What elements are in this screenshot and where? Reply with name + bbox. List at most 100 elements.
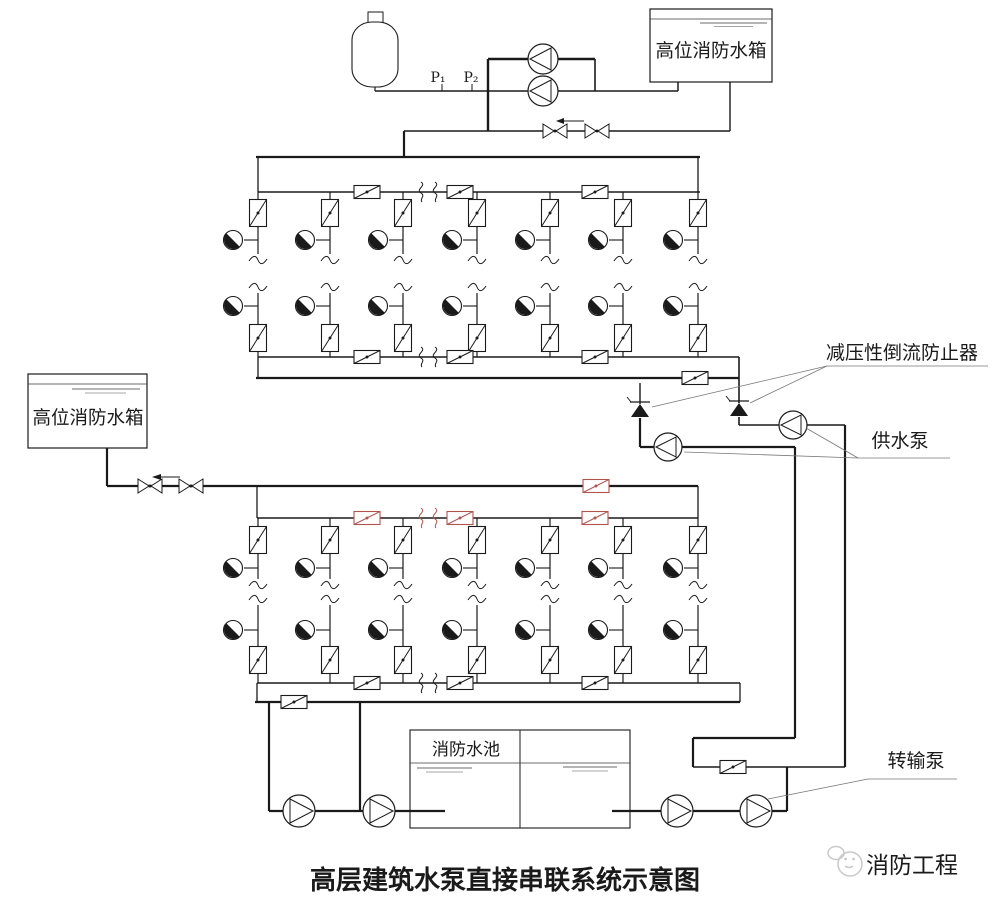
- alarm-gauge-icon: [294, 619, 316, 641]
- alarm-gauge-icon: [662, 619, 684, 641]
- riser-valve-icon: [613, 323, 633, 353]
- flow-arrowhead: [556, 118, 564, 124]
- gate-valve-icon: [542, 123, 568, 139]
- alarm-gauge-icon: [441, 295, 463, 317]
- riser-valve-icon: [467, 645, 487, 675]
- circulation-pump-icon: [527, 75, 559, 107]
- inline-valve-icon: [353, 184, 381, 200]
- alarm-gauge-icon: [514, 229, 536, 251]
- diagram-title: 高层建筑水泵直接串联系统示意图: [310, 865, 700, 896]
- flow-arrowhead: [152, 474, 161, 480]
- transfer-pump-icon: [739, 794, 773, 828]
- riser-valve-icon: [320, 645, 340, 675]
- tank-label: 高位消防水箱: [32, 408, 143, 429]
- alarm-gauge-icon: [587, 619, 609, 641]
- elevated-tank-left: 高位消防水箱: [27, 373, 148, 449]
- riser-valve-icon: [688, 645, 708, 675]
- inline-valve-icon: [446, 510, 474, 526]
- gate-valve-icon: [137, 478, 163, 494]
- tank-outline: [27, 373, 148, 449]
- inline-valve-icon: [582, 478, 610, 494]
- riser-valve-icon: [467, 525, 487, 555]
- riser-valve-icon: [393, 323, 413, 353]
- riser-valve-icon: [393, 198, 413, 228]
- pipe-break-icon: [613, 594, 633, 604]
- inline-valve-icon: [280, 694, 308, 710]
- fire-pool: 消防水池: [409, 729, 631, 829]
- pipe-break-icon: [248, 282, 268, 292]
- pipe-break-icon: [248, 255, 268, 265]
- riser-valve-icon: [393, 525, 413, 555]
- gauge-tap-p1: P₁: [430, 70, 445, 86]
- alarm-gauge-icon: [441, 229, 463, 251]
- alarm-gauge-icon: [441, 619, 463, 641]
- inline-valve-icon: [581, 510, 609, 526]
- riser-valve-icon: [248, 645, 268, 675]
- pipe-break-icon: [540, 580, 560, 590]
- riser-valve-icon: [688, 525, 708, 555]
- inline-valve-icon: [581, 349, 609, 365]
- inline-valve-icon: [681, 370, 709, 386]
- vessel-body: [351, 21, 399, 88]
- pipe-break-icon: [393, 282, 413, 292]
- alarm-gauge-icon: [222, 557, 244, 579]
- riser-valve-icon: [540, 198, 560, 228]
- alarm-gauge-icon: [367, 229, 389, 251]
- tank-label: 高位消防水箱: [655, 41, 766, 62]
- pipe-break-icon: [613, 282, 633, 292]
- riser-valve-icon: [248, 198, 268, 228]
- label-transfer-pump: 转输泵: [887, 750, 944, 772]
- alarm-gauge-icon: [294, 557, 316, 579]
- circulation-pump-icon: [527, 43, 559, 75]
- alarm-gauge-icon: [222, 295, 244, 317]
- pipe-break-icon: [393, 580, 413, 590]
- pipe-break-icon: [393, 255, 413, 265]
- alarm-gauge-icon: [662, 557, 684, 579]
- leader-lines: [651, 365, 988, 800]
- label-backflow-preventer: 减压性倒流防止器: [826, 342, 978, 364]
- alarm-gauge-icon: [367, 295, 389, 317]
- supply-pump-icon: [653, 432, 683, 462]
- alarm-gauge-icon: [514, 619, 536, 641]
- riser-valve-icon: [540, 525, 560, 555]
- alarm-gauge-icon: [367, 557, 389, 579]
- pipe-break-icon: [467, 282, 487, 292]
- riser-valve-icon: [613, 525, 633, 555]
- pipe-break-icon: [688, 594, 708, 604]
- pipe-break-icon: [688, 580, 708, 590]
- alarm-gauge-icon: [441, 557, 463, 579]
- transfer-pump-icon: [282, 794, 316, 828]
- gate-valve-icon: [178, 478, 204, 494]
- alarm-gauge-icon: [662, 229, 684, 251]
- logo-dot: [844, 857, 847, 861]
- alarm-gauge-icon: [587, 295, 609, 317]
- pipe-break-icon: [613, 580, 633, 590]
- riser-valve-icon: [320, 198, 340, 228]
- pipe-break-icon: [248, 580, 268, 590]
- pipe-break-icon: [320, 594, 340, 604]
- pipe-break-icon: [540, 282, 560, 292]
- alarm-gauge-icon: [514, 295, 536, 317]
- pipe-break-icon: [393, 594, 413, 604]
- logo-dot: [852, 857, 855, 861]
- pipe-break-icon: [320, 580, 340, 590]
- supply-pump-icon: [778, 410, 808, 440]
- tank-outline: [649, 8, 773, 83]
- inline-valve-icon: [446, 184, 474, 200]
- gate-valve-icon: [584, 123, 610, 139]
- watermark: 消防工程: [827, 845, 958, 879]
- pipe-break-icon: [688, 255, 708, 265]
- pool-label: 消防水池: [432, 740, 500, 760]
- pipe-break-icon: [467, 594, 487, 604]
- inline-valve-icon: [581, 184, 609, 200]
- alarm-gauge-icon: [222, 229, 244, 251]
- transfer-pump-icon: [362, 794, 396, 828]
- alarm-gauge-icon: [587, 557, 609, 579]
- inline-valve-icon: [719, 759, 747, 775]
- riser-valve-icon: [467, 198, 487, 228]
- alarm-gauge-icon: [294, 229, 316, 251]
- riser-valve-icon: [320, 323, 340, 353]
- riser-valve-icon: [540, 645, 560, 675]
- piping-network: [105, 43, 847, 828]
